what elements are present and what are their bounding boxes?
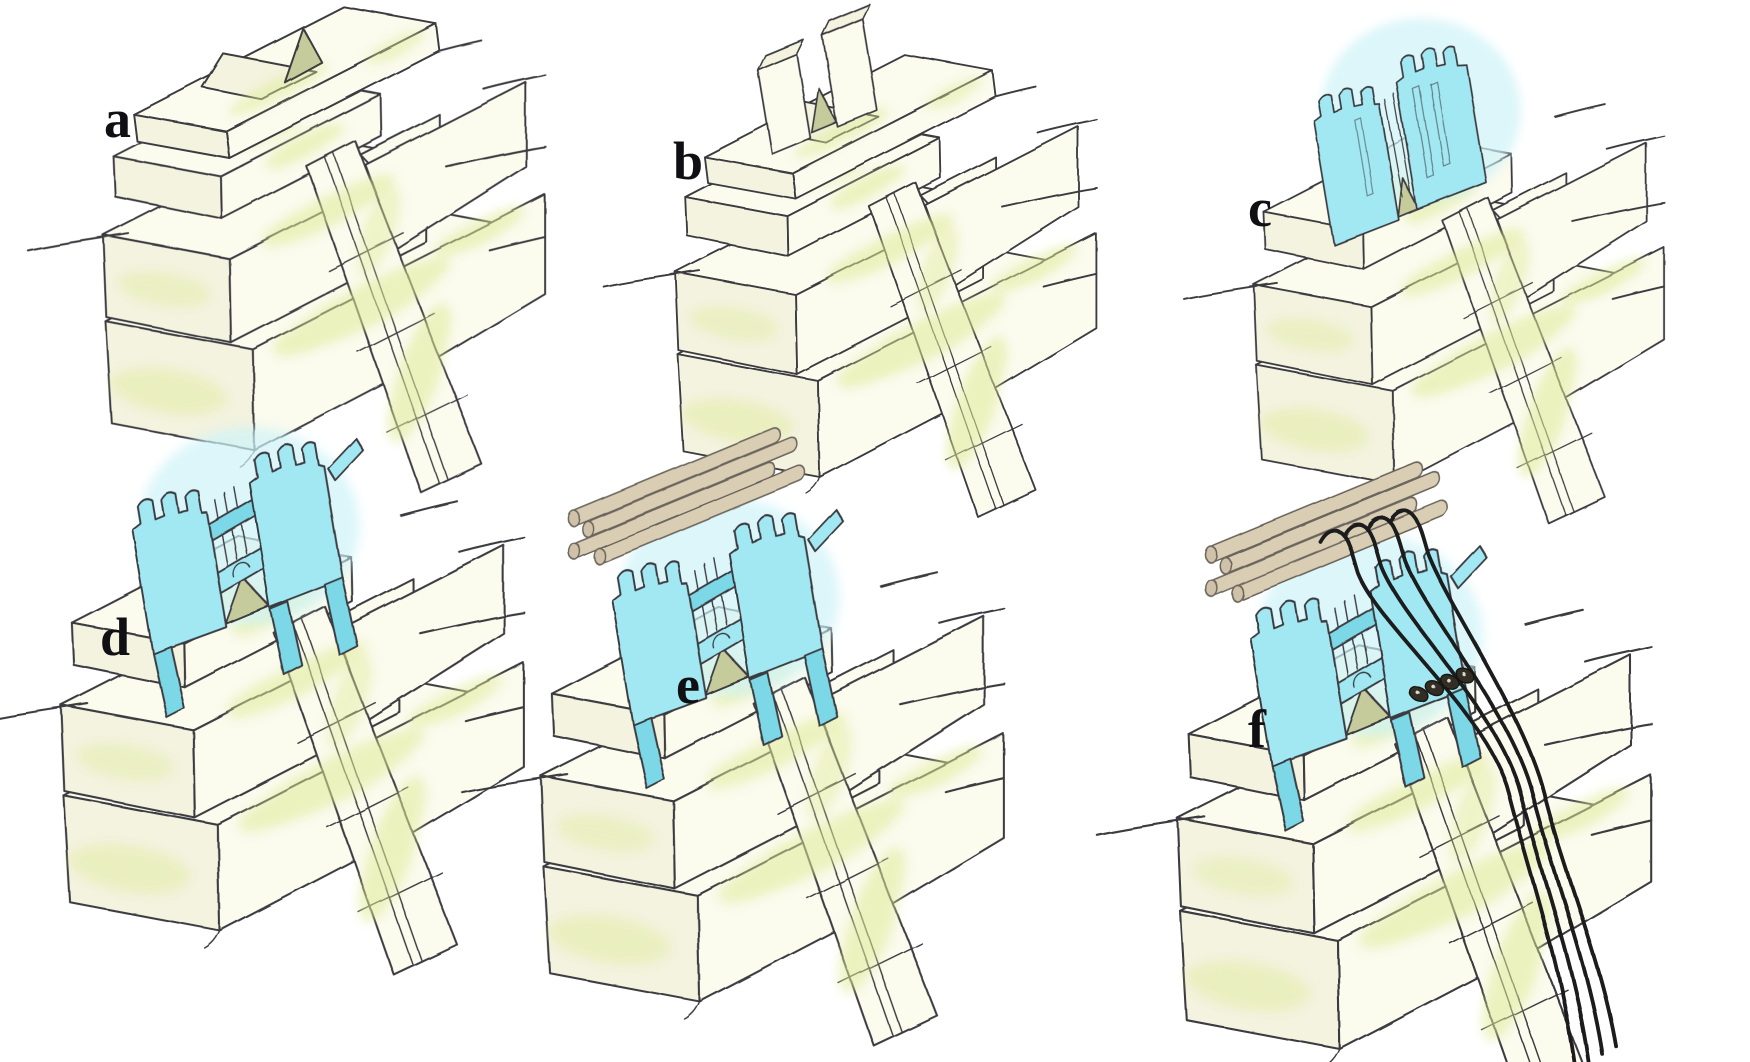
panel-label-b: b <box>673 131 704 191</box>
panel-label-d: d <box>100 607 131 667</box>
panel-label-a: a <box>104 89 131 149</box>
panel-label-c: c <box>1248 178 1272 238</box>
ziggurat-sketch-f <box>1095 455 1653 1062</box>
ziggurat-sketch-d <box>0 350 526 992</box>
panel-f <box>1095 455 1653 1062</box>
panel-e <box>460 421 1006 1062</box>
panel-label-f: f <box>1248 699 1266 759</box>
panel-d <box>0 350 526 992</box>
flanking-blocks-with-shadow <box>704 4 995 198</box>
ziggurat-sketch-e <box>460 421 1006 1062</box>
panel-label-e: e <box>676 655 700 715</box>
